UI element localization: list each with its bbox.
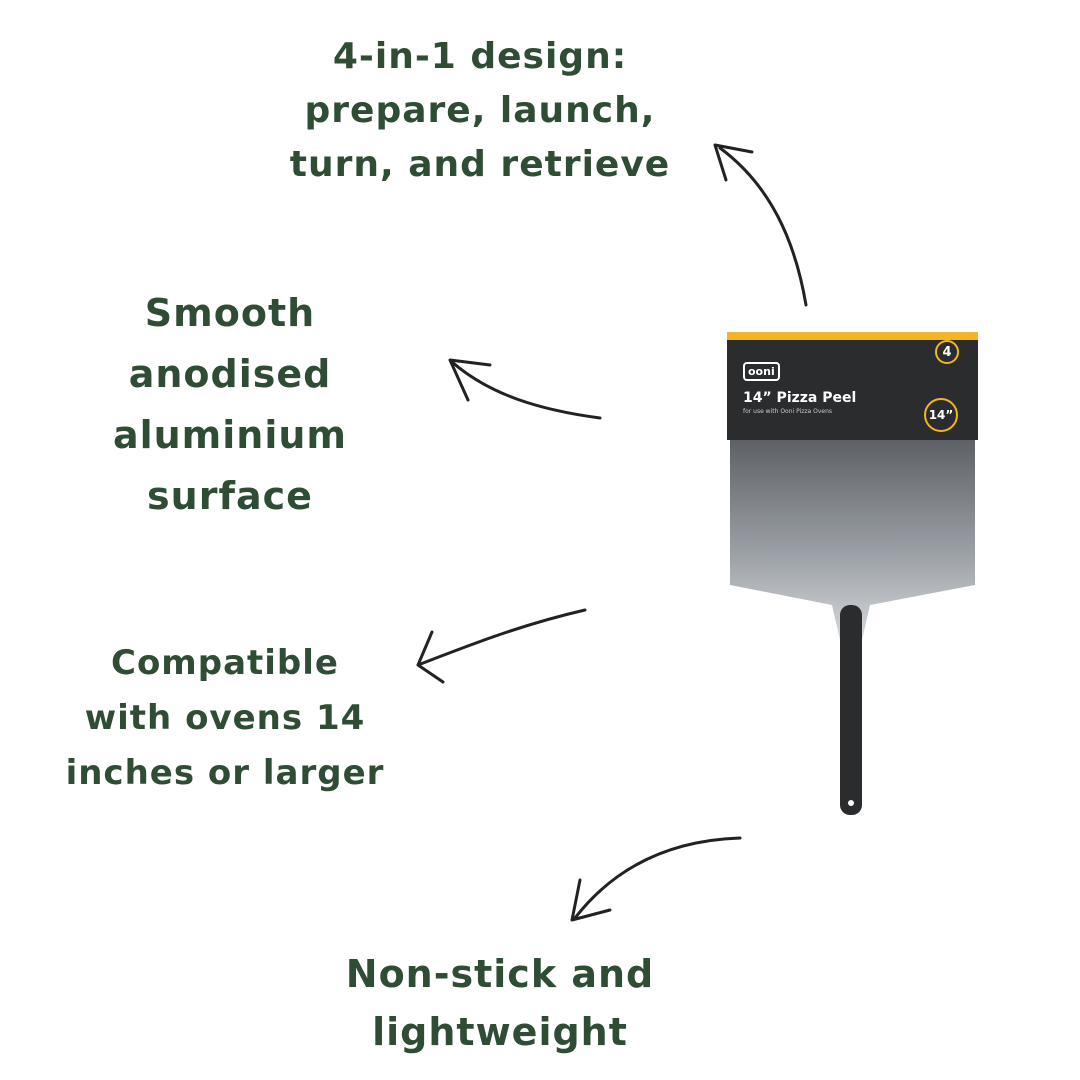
- feature-line: anodised: [128, 352, 332, 396]
- feature-surface: Smooth anodised aluminium surface: [30, 283, 430, 527]
- feature-line: 4-in-1 design:: [332, 36, 628, 77]
- pizza-peel-image: [730, 440, 975, 815]
- arrow-left-down-icon: [416, 608, 587, 684]
- feature-line: prepare, launch,: [304, 90, 656, 131]
- number-badge: 4: [935, 340, 959, 364]
- feature-line: Compatible: [111, 643, 339, 683]
- feature-line: surface: [147, 474, 313, 518]
- product-label: ooni 14” Pizza Peel for use with Ooni Pi…: [727, 332, 978, 440]
- arrow-up-icon: [713, 143, 808, 307]
- arrow-down-left-icon: [570, 836, 742, 922]
- feature-line: Non-stick and: [345, 952, 655, 996]
- feature-line: lightweight: [372, 1010, 628, 1054]
- arrow-left-icon: [448, 358, 602, 420]
- product-title: 14” Pizza Peel: [743, 390, 857, 406]
- brand-logo: ooni: [743, 362, 780, 381]
- feature-line: with ovens 14: [84, 698, 366, 738]
- feature-line: inches or larger: [65, 753, 385, 793]
- product-subtitle: for use with Ooni Pizza Ovens: [743, 408, 833, 415]
- feature-non-stick: Non-stick and lightweight: [250, 945, 750, 1061]
- feature-4-in-1: 4-in-1 design: prepare, launch, turn, an…: [230, 30, 730, 192]
- feature-compatible: Compatible with ovens 14 inches or large…: [25, 636, 425, 801]
- feature-line: turn, and retrieve: [289, 144, 671, 185]
- feature-line: Smooth: [144, 291, 316, 335]
- feature-line: aluminium: [112, 413, 348, 457]
- size-badge: 14”: [924, 398, 958, 432]
